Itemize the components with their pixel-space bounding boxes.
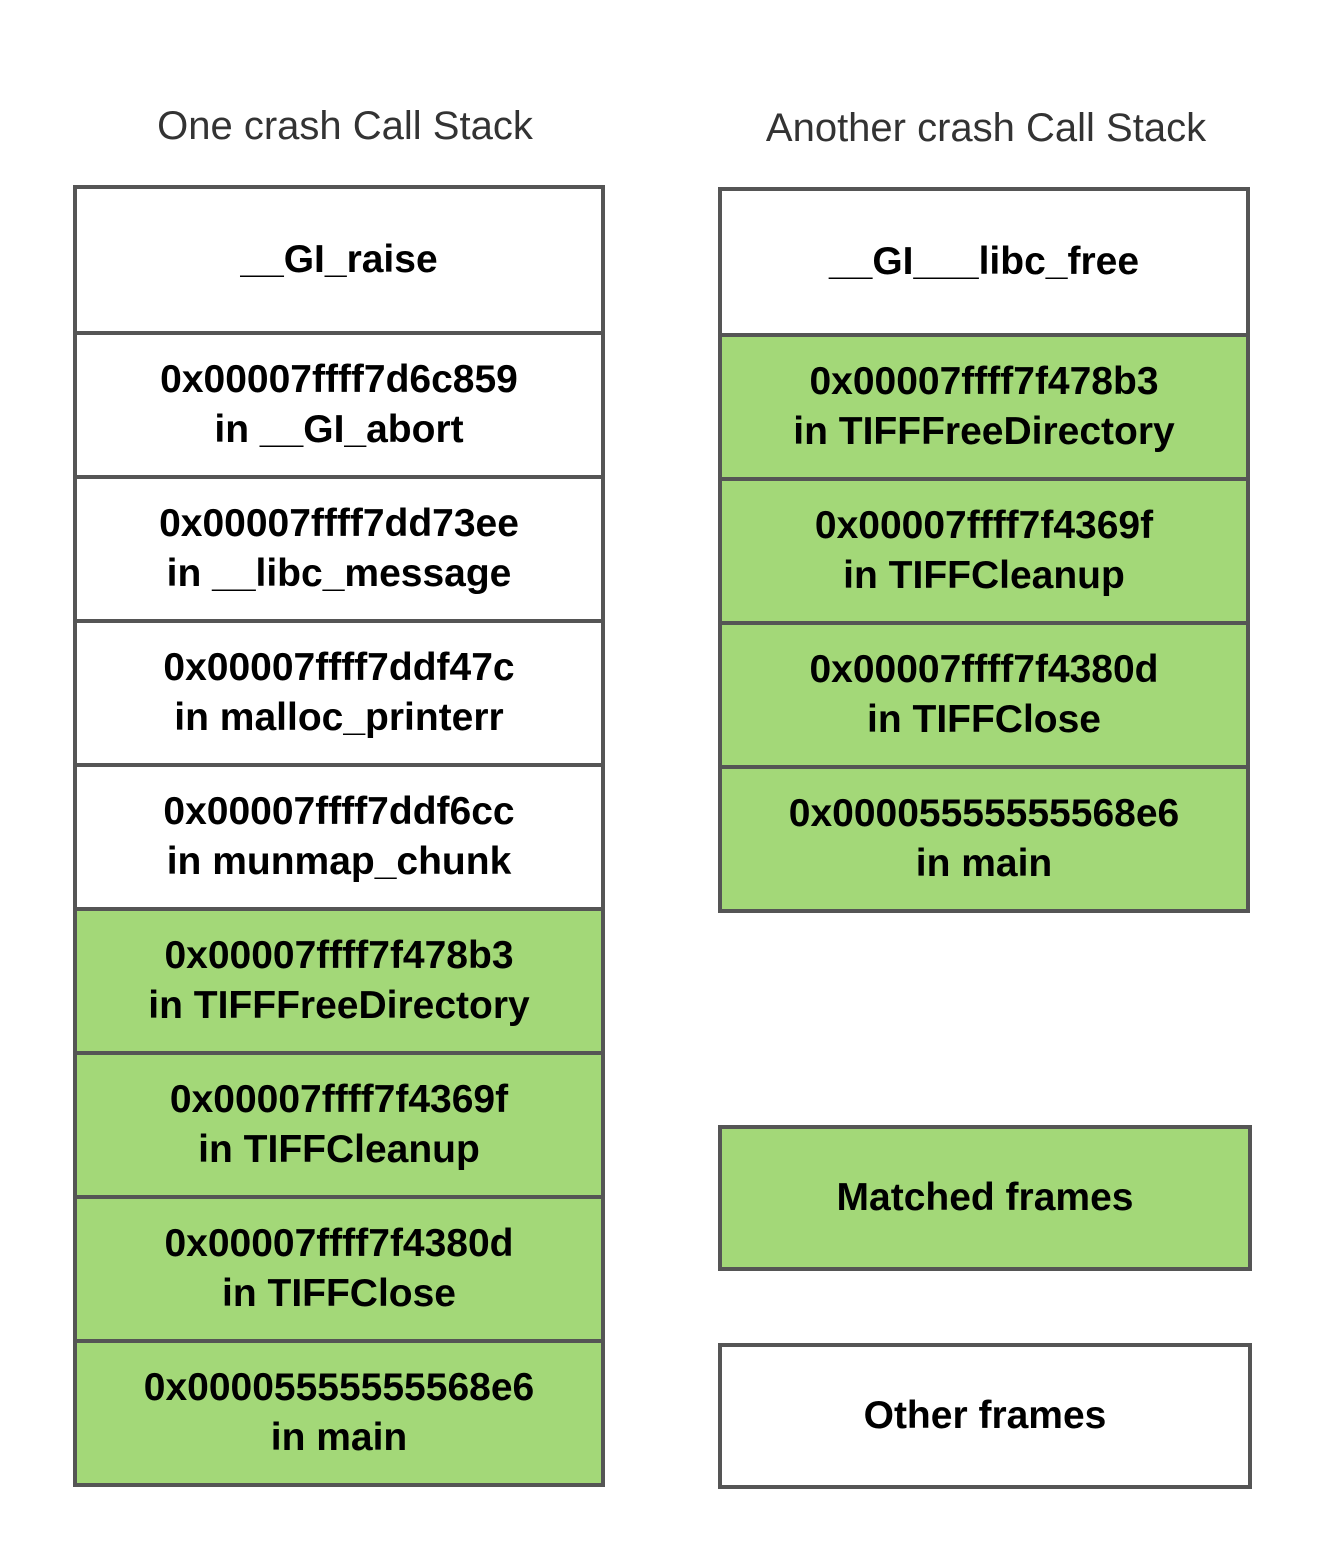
frame-function: in main [270,1416,408,1459]
frame-address: 0x00007ffff7d6c859 [160,358,518,401]
legend-matched-label: Matched frames [836,1176,1134,1219]
frame-function: in malloc_printerr [174,696,504,739]
frame-address: 0x00007ffff7dd73ee [159,502,519,545]
frame-function: in TIFFCleanup [843,554,1125,597]
frame-address: 0x00007ffff7f4380d [809,648,1159,691]
stack-frame: 0x00007ffff7f478b3 in TIFFFreeDirectory [722,333,1246,477]
frame-address: 0x00005555555568e6 [788,792,1180,835]
frame-address: 0x00007ffff7f4380d [164,1222,514,1265]
frame-address: 0x00005555555568e6 [143,1366,535,1409]
legend-other-label: Other frames [863,1394,1107,1437]
frame-address: 0x00007ffff7ddf6cc [163,790,515,833]
stack-frame: 0x00007ffff7ddf6cc in munmap_chunk [77,763,601,907]
frame-address: 0x00007ffff7f478b3 [164,934,514,977]
legend-other-frames: Other frames [718,1343,1252,1489]
stack-frame: 0x00007ffff7f4369f in TIFFCleanup [722,477,1246,621]
frame-address: 0x00007ffff7f4369f [814,504,1154,547]
frame-function: in TIFFFreeDirectory [793,410,1175,453]
stack-frame: __GI___libc_free [722,191,1246,333]
frame-address: __GI_raise [240,238,438,281]
frame-function: in main [915,842,1053,885]
stack-frame: 0x00007ffff7f4369f in TIFFCleanup [77,1051,601,1195]
stack-frame: 0x00007ffff7f4380d in TIFFClose [722,621,1246,765]
stack-frame: 0x00007ffff7d6c859 in __GI_abort [77,331,601,475]
frame-address: __GI___libc_free [828,240,1140,283]
frame-address: 0x00007ffff7f478b3 [809,360,1159,403]
frame-function: in TIFFFreeDirectory [148,984,530,1027]
stack-frame: 0x00005555555568e6 in main [722,765,1246,909]
frame-address: 0x00007ffff7f4369f [169,1078,509,1121]
stack-frame: 0x00007ffff7f478b3 in TIFFFreeDirectory [77,907,601,1051]
left-call-stack: __GI_raise 0x00007ffff7d6c859 in __GI_abor… [73,185,605,1487]
right-stack-title: Another crash Call Stack [765,106,1207,150]
frame-function: in __GI_abort [214,408,464,451]
stack-frame: 0x00007ffff7f4380d in TIFFClose [77,1195,601,1339]
right-call-stack: __GI___libc_free 0x00007ffff7f478b3 in TIF… [718,187,1250,913]
frame-function: in TIFFCleanup [198,1128,480,1171]
stack-frame: 0x00005555555568e6 in main [77,1339,601,1483]
stack-frame: __GI_raise [77,189,601,331]
frame-function: in TIFFClose [867,698,1101,741]
frame-function: in TIFFClose [222,1272,456,1315]
frame-address: 0x00007ffff7ddf47c [163,646,515,689]
left-stack-title: One crash Call Stack [157,104,533,148]
legend-matched-frames: Matched frames [718,1125,1252,1271]
frame-function: in munmap_chunk [166,840,512,883]
stack-frame: 0x00007ffff7dd73ee in __libc_message [77,475,601,619]
frame-function: in __libc_message [166,552,512,595]
stack-frame: 0x00007ffff7ddf47c in malloc_printerr [77,619,601,763]
